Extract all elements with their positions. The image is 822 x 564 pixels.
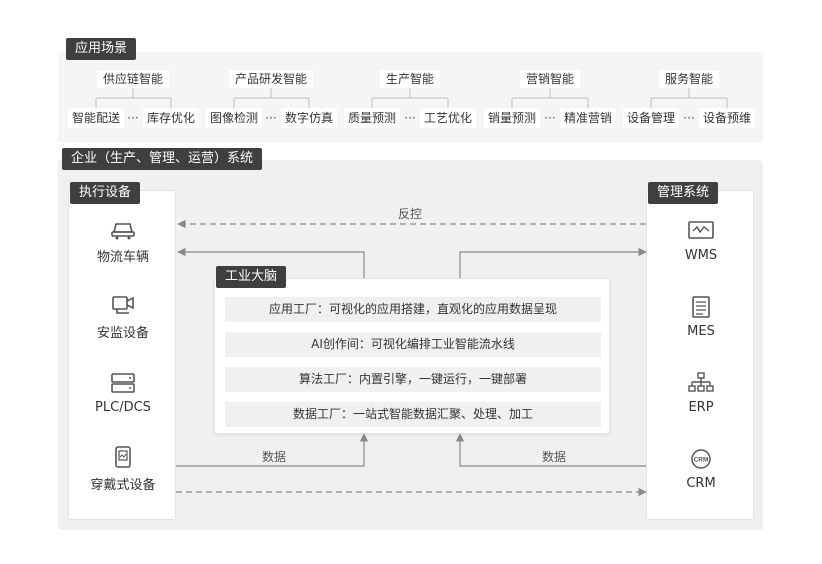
crm-icon: CRM: [691, 448, 711, 469]
scenario-item: 数字仿真: [280, 108, 338, 128]
scenario-item: 精准营销: [559, 108, 617, 128]
app-scenarios-title: 应用场景: [66, 38, 137, 60]
list-doc-icon: [692, 295, 710, 318]
hierarchy-icon: [688, 371, 714, 392]
scenario-ellipsis: ···: [404, 111, 416, 125]
scenario-item: 库存优化: [142, 108, 200, 128]
app-scenarios-panel: [58, 52, 763, 142]
enterprise-title: 企业（生产、管理、运营）系统: [62, 148, 263, 170]
scenario-item: 销量预测: [483, 108, 541, 128]
svg-text:CRM: CRM: [694, 456, 709, 463]
exec-device-card: 物流车辆: [83, 207, 163, 275]
truck-icon: [111, 222, 135, 239]
camera-icon: [112, 295, 134, 314]
mgmt-system-label: WMS: [684, 247, 718, 263]
scenario-item: 智能配送: [67, 108, 125, 128]
scenario-item: 图像检测: [205, 108, 263, 128]
scenario-item: 设备管理: [622, 108, 680, 128]
exec-device-label: 穿戴式设备: [90, 477, 156, 493]
scenario-ellipsis: ···: [265, 111, 277, 125]
mgmt-system-card: WMS: [661, 207, 741, 275]
brain-row: 数据工厂：一站式智能数据汇聚、处理、加工: [225, 402, 601, 427]
monitor-wave-icon: [688, 220, 714, 239]
wearable-icon: [115, 445, 131, 468]
server-icon: [111, 372, 135, 393]
scenario-category: 服务智能: [658, 70, 720, 88]
exec-devices-column: 物流车辆 安监设备 PLC/DCS 穿戴式设备: [68, 190, 176, 520]
scenario-category: 供应链智能: [96, 70, 170, 88]
data-flow-label-right: 数据: [542, 450, 567, 464]
scenario-category: 生产智能: [379, 70, 441, 88]
exec-device-card: 安监设备: [83, 283, 163, 351]
feedback-label: 反控: [398, 207, 423, 221]
exec-device-card: PLC/DCS: [83, 359, 163, 427]
scenario-ellipsis: ···: [544, 111, 556, 125]
mgmt-system-card: ERP: [661, 359, 741, 427]
exec-device-label: 安监设备: [96, 325, 149, 341]
mgmt-system-label: MES: [687, 323, 715, 339]
mgmt-system-label: CRM: [686, 475, 716, 491]
exec-device-label: 物流车辆: [96, 249, 149, 265]
scenario-item: 设备预维: [698, 108, 756, 128]
mgmt-systems-title: 管理系统: [648, 182, 719, 204]
industrial-brain-title: 工业大脑: [216, 266, 287, 288]
data-flow-label-left: 数据: [262, 450, 287, 464]
scenario-ellipsis: ···: [683, 111, 695, 125]
scenario-category: 营销智能: [519, 70, 581, 88]
exec-devices-title: 执行设备: [70, 182, 141, 204]
mgmt-systems-column: WMS MES ERP CRM CRM: [646, 190, 754, 520]
brain-row: 算法工厂：内置引擎，一键运行，一键部署: [225, 367, 601, 392]
brain-row: AI创作间：可视化编排工业智能流水线: [225, 332, 601, 357]
brain-row: 应用工厂：可视化的应用搭建，直观化的应用数据呈现: [225, 297, 601, 322]
exec-device-card: 穿戴式设备: [83, 435, 163, 503]
industrial-brain-box: 应用工厂：可视化的应用搭建，直观化的应用数据呈现 AI创作间：可视化编排工业智能…: [214, 278, 610, 434]
mgmt-system-label: ERP: [688, 399, 714, 415]
scenario-item: 质量预测: [343, 108, 401, 128]
scenario-category: 产品研发智能: [228, 70, 314, 88]
mgmt-system-card: MES: [661, 283, 741, 351]
scenario-item: 工艺优化: [419, 108, 477, 128]
mgmt-system-card: CRM CRM: [661, 435, 741, 503]
scenario-ellipsis: ···: [127, 111, 139, 125]
exec-device-label: PLC/DCS: [95, 399, 151, 415]
